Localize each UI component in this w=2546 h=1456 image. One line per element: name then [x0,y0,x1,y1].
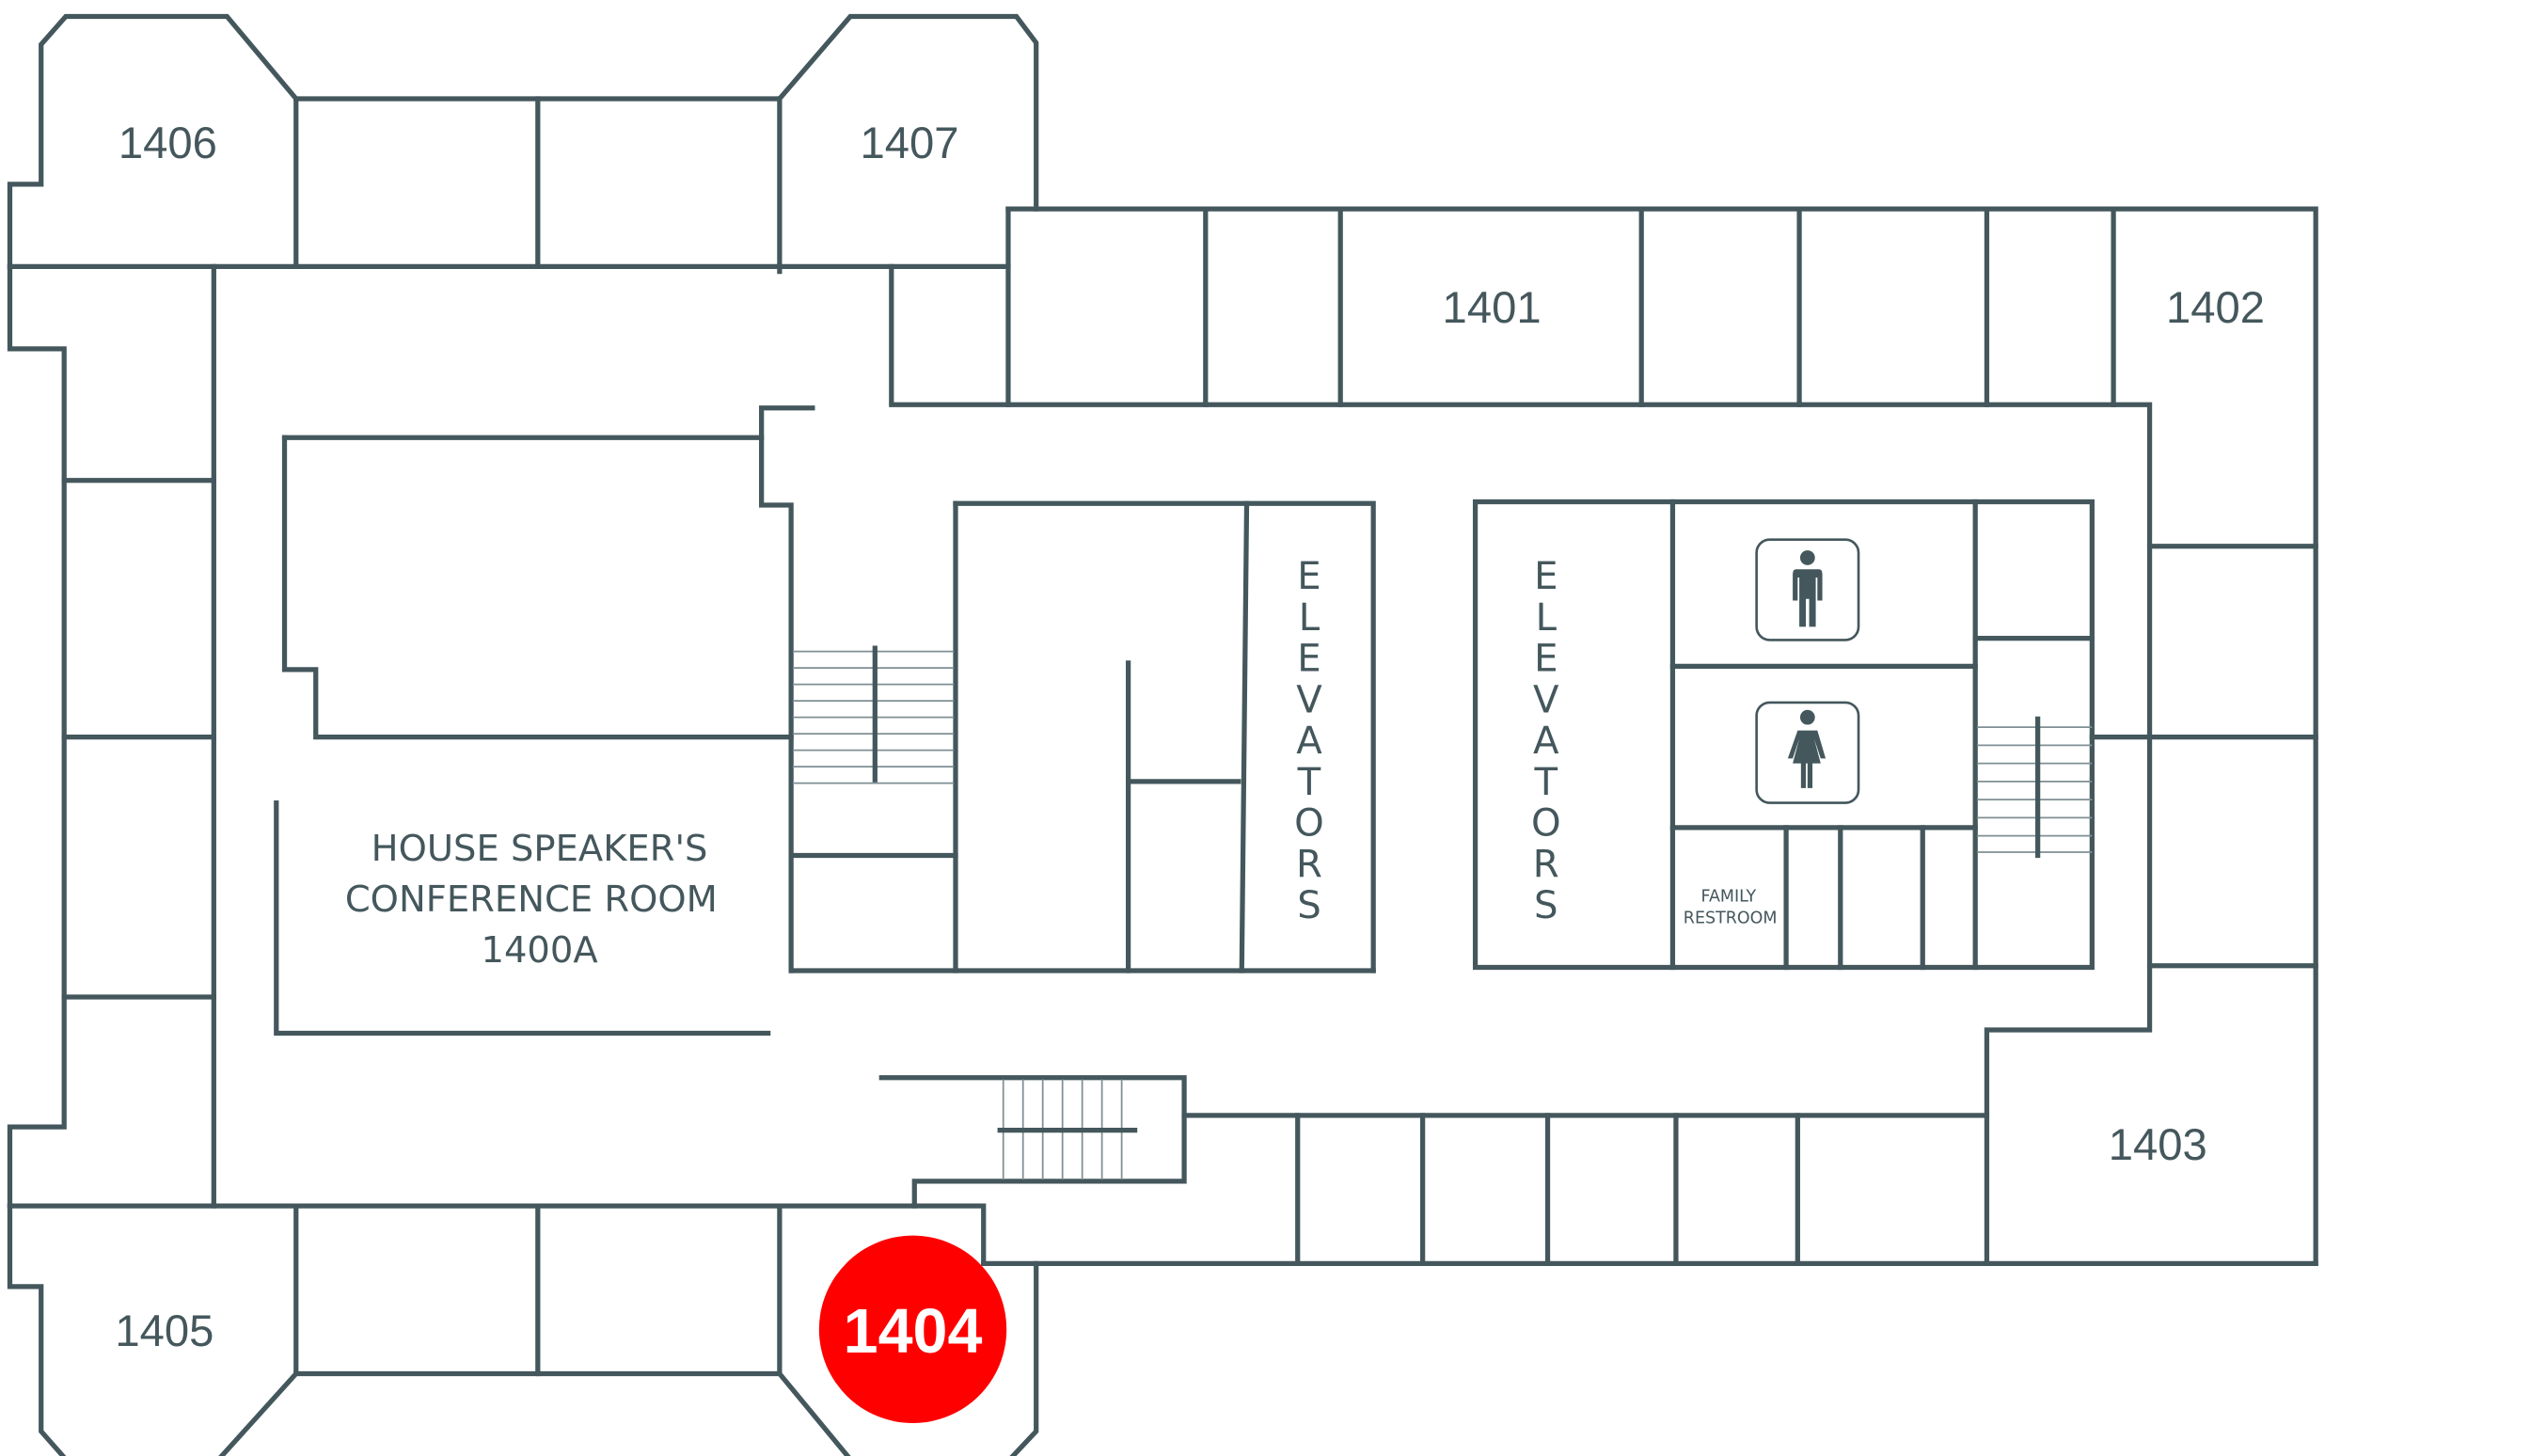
svg-text:T: T [1297,761,1321,804]
family-restroom-label-line2: RESTROOM [1684,909,1778,927]
svg-text:S: S [1297,884,1321,927]
room-label-1402[interactable]: 1402 [2166,283,2265,333]
highlight-marker [818,1235,1007,1424]
svg-text:O: O [1531,802,1561,846]
stairs-icon [997,1079,1138,1180]
svg-text:S: S [1534,884,1558,927]
stairs-icon [792,645,955,784]
svg-text:V: V [1533,678,1559,721]
women-restroom-icon [1755,701,1860,804]
room-label-1404: 1404 [844,1297,983,1367]
room-label-1401[interactable]: 1401 [1443,283,1542,333]
svg-text:A: A [1533,720,1559,763]
conference-room-name-line2: CONFERENCE ROOM [345,878,718,921]
room-label-1405[interactable]: 1405 [115,1306,213,1356]
room-label-1407[interactable]: 1407 [861,119,959,168]
svg-text:L: L [1299,596,1320,640]
elevators-label-left: E L E V A T O R S [1294,555,1324,927]
walls [7,13,2318,1456]
conference-room-name-line1: HOUSE SPEAKER'S [372,828,708,870]
family-restroom-label-line1: FAMILY [1701,888,1757,907]
elevators-label-right: E L E V A T O R S [1531,555,1561,927]
svg-text:T: T [1533,761,1558,804]
svg-text:E: E [1297,638,1320,681]
svg-text:E: E [1297,555,1320,598]
svg-text:O: O [1294,802,1324,846]
svg-text:E: E [1534,638,1558,681]
stairs-icon [1976,716,2093,859]
conference-room-number: 1400A [481,929,597,972]
room-label-1403[interactable]: 1403 [2109,1120,2207,1170]
svg-text:V: V [1296,678,1322,721]
svg-text:E: E [1534,555,1558,598]
svg-text:R: R [1296,843,1322,886]
highlight-room-1404[interactable]: 1404 [818,1235,1007,1424]
svg-text:A: A [1296,720,1322,763]
men-restroom-icon [1755,538,1860,641]
svg-text:L: L [1536,596,1558,640]
room-label-1406[interactable]: 1406 [119,119,217,168]
svg-text:R: R [1533,843,1559,886]
